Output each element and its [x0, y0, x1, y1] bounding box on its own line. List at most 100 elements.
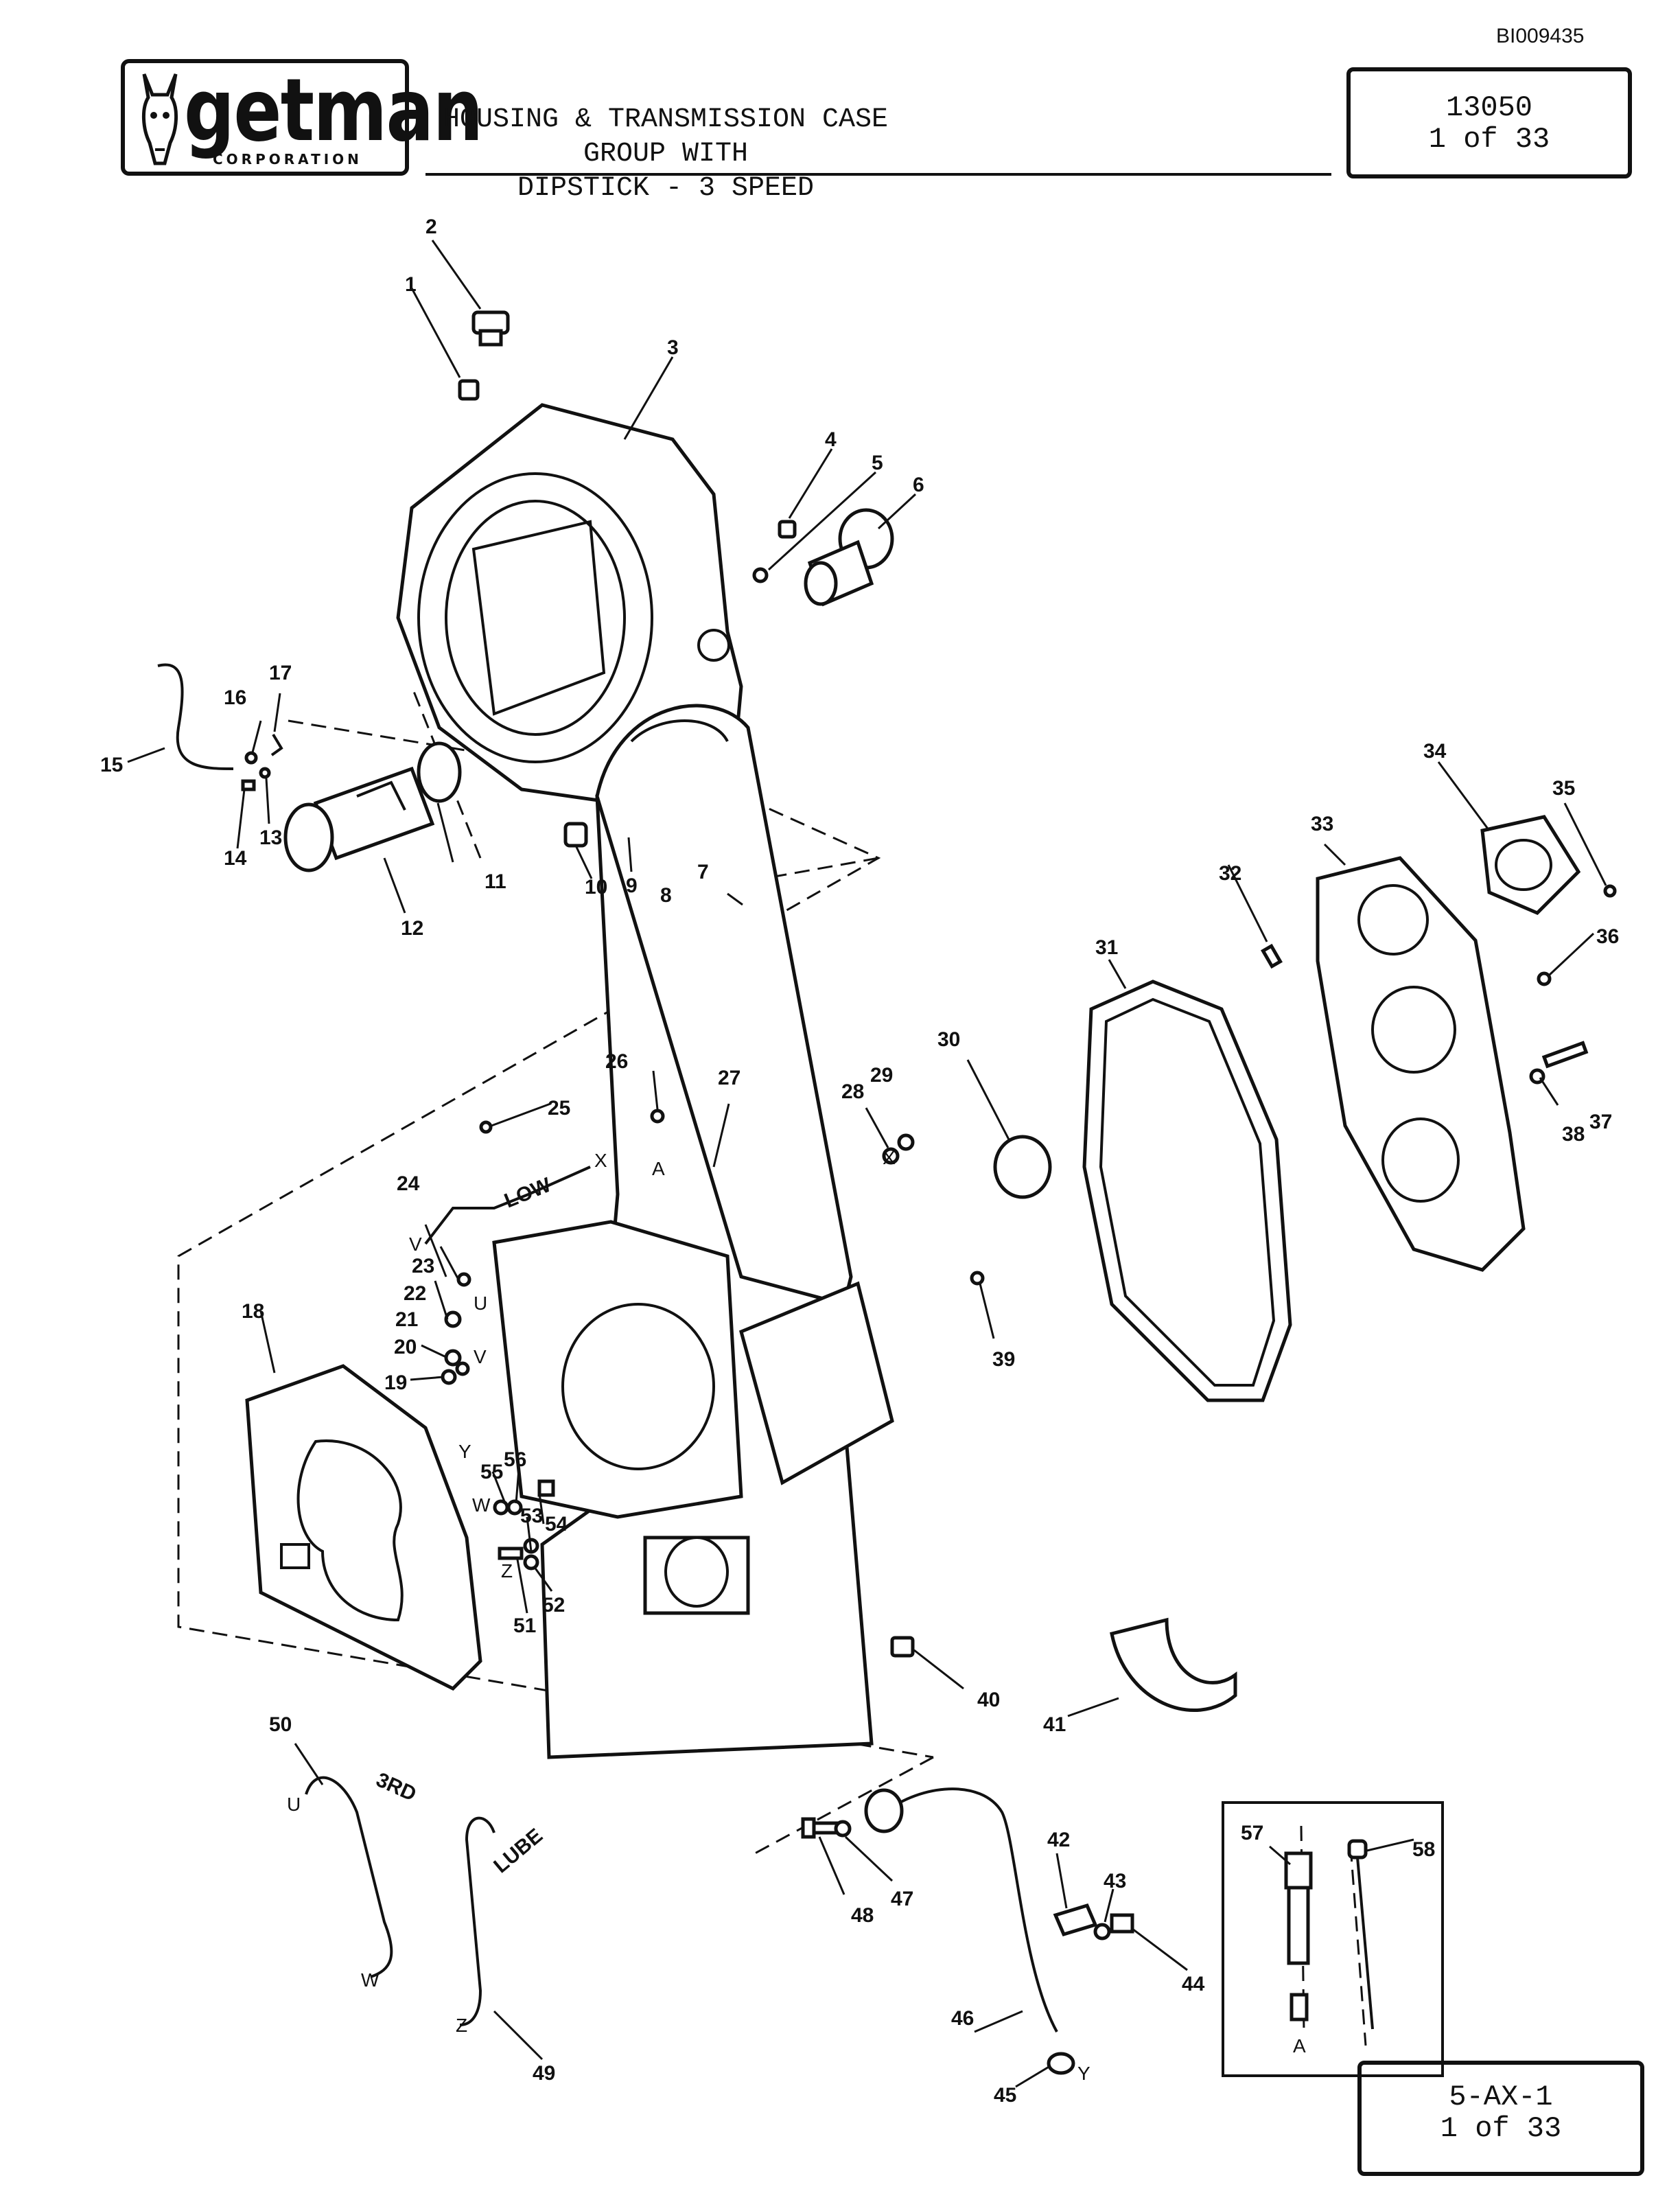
callout-46: 46 [951, 2007, 974, 2030]
code-v-tube: V [409, 1234, 422, 1255]
bearing-cap-34 [1480, 815, 1581, 915]
tube-50 [305, 1776, 393, 1978]
reference-number-top: 13050 [1445, 91, 1533, 124]
callout-43: 43 [1104, 1870, 1126, 1892]
callout-13: 13 [259, 826, 282, 849]
callout-30: 30 [937, 1028, 960, 1051]
callout-1: 1 [405, 273, 417, 296]
code-x: X [883, 1147, 896, 1168]
callout-20: 20 [394, 1336, 417, 1358]
reference-number-bottom: 5-AX-1 [1449, 2081, 1553, 2113]
bolt-37 [1529, 1041, 1589, 1085]
logo-wordmark: getman [184, 60, 483, 161]
code-z: Z [501, 1560, 513, 1582]
callout-23: 23 [412, 1255, 434, 1277]
callout-32: 32 [1219, 862, 1241, 885]
plugs-left [441, 1272, 555, 1571]
bolt-48 [801, 1817, 841, 1839]
plug-39 [970, 1271, 985, 1286]
plug-36 [1537, 971, 1552, 986]
reference-page-top: 1 of 33 [1428, 123, 1550, 156]
plug-35 [1603, 884, 1617, 898]
callout-24: 24 [397, 1172, 420, 1195]
dipstick-inset-box [1222, 1801, 1444, 2077]
callout-49: 49 [533, 2062, 555, 2085]
callout-37: 37 [1589, 1111, 1612, 1133]
callout-52: 52 [542, 1594, 565, 1617]
title-line-2: DIPSTICK - 3 SPEED [517, 173, 815, 204]
callout-54: 54 [545, 1513, 568, 1536]
flange-46 [864, 1788, 904, 1833]
callout-38: 38 [1562, 1123, 1585, 1146]
seal-11 [417, 741, 462, 803]
reference-box-bottom: 5-AX-1 1 of 33 [1357, 2061, 1644, 2176]
callout-17: 17 [269, 662, 292, 684]
title-line-1: HOUSING & TRANSMISSION CASE GROUP WITH [443, 104, 889, 170]
callout-numbers: 1 2 3 4 5 6 7 8 9 10 11 12 13 14 15 16 1… [100, 216, 1619, 2107]
code-w: W [472, 1494, 491, 1516]
callout-27: 27 [718, 1067, 740, 1089]
callout-9: 9 [626, 875, 638, 897]
clip-42 [1053, 1903, 1098, 1937]
callout-44: 44 [1182, 1973, 1205, 1995]
plug-26 [650, 1109, 665, 1124]
bolt-44 [1110, 1913, 1134, 1934]
mule-head-icon [141, 73, 178, 165]
callout-34: 34 [1423, 740, 1447, 763]
clip-17 [270, 733, 283, 756]
plug-4 [778, 520, 797, 539]
callout-10: 10 [585, 876, 607, 899]
gasket-31 [1082, 980, 1292, 1402]
plug-1 [458, 379, 480, 401]
tube-label-3rd: 3RD [373, 1768, 419, 1806]
fitting-16 [244, 751, 258, 765]
tube-24 [424, 1166, 591, 1245]
code-z-tube: Z [456, 2015, 467, 2036]
callout-5: 5 [872, 452, 883, 474]
callout-50: 50 [269, 1713, 292, 1736]
title-underline [425, 173, 1331, 176]
callout-28: 28 [841, 1080, 864, 1103]
code-y: Y [458, 1441, 471, 1462]
tube-label-low: LOW [501, 1173, 555, 1212]
gasket-31-inner [1099, 997, 1276, 1387]
callout-22: 22 [404, 1282, 426, 1305]
callout-39: 39 [992, 1348, 1015, 1371]
logo-tagline: CORPORATION [213, 151, 362, 167]
callout-55: 55 [480, 1461, 503, 1483]
front-cover-plate [492, 1220, 743, 1519]
callout-41: 41 [1043, 1713, 1066, 1736]
callout-48: 48 [851, 1904, 874, 1927]
callout-56: 56 [504, 1448, 526, 1471]
callout-36: 36 [1596, 925, 1619, 948]
callout-58: 58 [1412, 1838, 1435, 1861]
callout-40: 40 [977, 1689, 1000, 1711]
tube-15 [157, 663, 234, 770]
rear-cover-33 [1316, 856, 1526, 1272]
plug-40 [890, 1636, 915, 1658]
callout-19: 19 [384, 1371, 407, 1394]
plug-5 [752, 567, 769, 583]
callout-11: 11 [485, 870, 506, 893]
reference-box-top: 13050 1 of 33 [1346, 67, 1632, 178]
washer-43 [1093, 1923, 1111, 1941]
callout-26: 26 [605, 1050, 628, 1073]
callout-18: 18 [242, 1300, 264, 1323]
callout-4: 4 [825, 428, 837, 451]
screw-14 [241, 779, 256, 791]
callout-25: 25 [548, 1097, 570, 1120]
callout-53: 53 [520, 1505, 543, 1527]
bearing-retainer-6 [804, 508, 894, 607]
callout-14: 14 [224, 847, 247, 870]
code-y-ring: Y [1077, 2063, 1090, 2084]
callout-57: 57 [1241, 1822, 1263, 1844]
bearing-shell-41 [1110, 1617, 1237, 1713]
plug-2 [471, 310, 510, 347]
callout-29: 29 [870, 1064, 893, 1087]
gasket-18 [245, 1364, 482, 1691]
callout-6: 6 [913, 474, 924, 496]
callout-12: 12 [401, 917, 423, 940]
callout-45: 45 [994, 2084, 1016, 2107]
washer-47 [834, 1820, 852, 1838]
